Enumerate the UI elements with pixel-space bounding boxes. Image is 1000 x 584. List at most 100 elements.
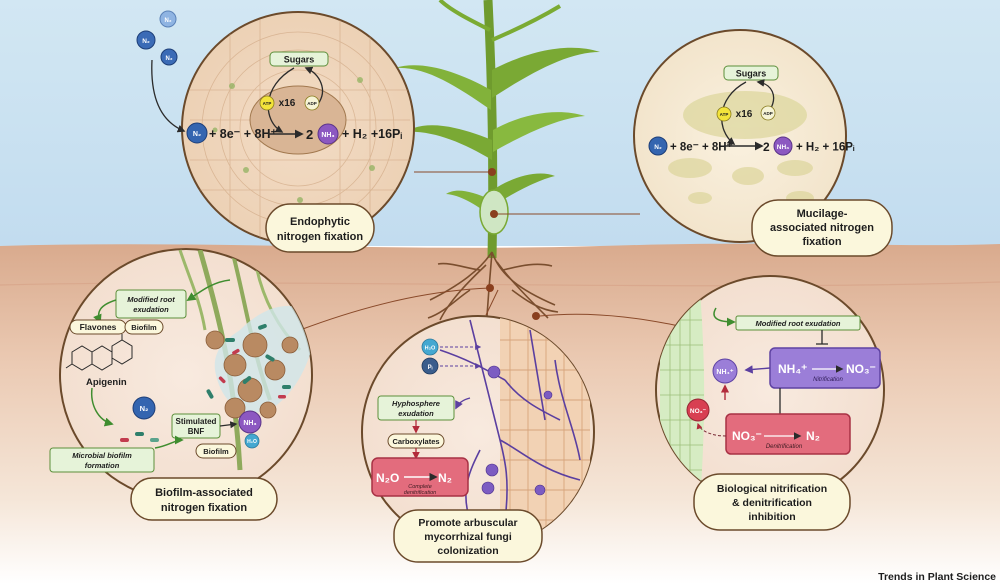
nh3-molecule-mucilage (773, 136, 793, 156)
microbial-biofilm-line1: Microbial biofilm (72, 451, 132, 460)
nitrification-label: Nitrification (813, 377, 843, 383)
modified-root-label-nitrification: Modified root exudation (756, 319, 841, 328)
modified-root-label-line1: Modified root (127, 295, 175, 304)
n2-molecule-floating-1 (159, 10, 177, 28)
biofilm-label-bottom: Biofilm (203, 447, 229, 456)
svg-text:Pᵢ: Pᵢ (428, 365, 433, 371)
svg-text:N₂: N₂ (654, 144, 662, 151)
svg-text:ADP: ADP (307, 101, 317, 106)
complete-line2: denitrification (404, 490, 436, 496)
no3-molecule (686, 398, 710, 422)
denitrification-label: Denitrification (766, 444, 803, 450)
title-endophytic-line1: Endophytic (290, 216, 350, 228)
title-pill-biofilm (130, 477, 278, 521)
title-amf-line2: mycorrhizal fungi (424, 531, 512, 543)
journal-credit: Trends in Plant Science (878, 571, 996, 583)
svg-text:H₂O: H₂O (247, 439, 257, 445)
n2-label-amf: N₂ (438, 471, 452, 485)
atp-molecule-endophytic (259, 95, 275, 111)
microbial-biofilm-line2: formation (85, 461, 120, 470)
carboxylates-label: Carboxylates (392, 437, 439, 446)
n2o-label: N₂O (376, 471, 399, 485)
no3-label-denit: NO₃⁻ (732, 429, 762, 443)
atp-molecule-mucilage (716, 106, 732, 122)
svg-text:ADP: ADP (763, 111, 773, 116)
nh4-label-box: NH₄⁺ (778, 362, 807, 376)
title-mucilage-line1: Mucilage- (797, 208, 848, 220)
root-system (427, 251, 559, 331)
biofilm-label-top: Biofilm (131, 323, 157, 332)
h2o-molecule-amf (421, 338, 439, 356)
svg-text:NH₃: NH₃ (777, 144, 789, 151)
microbial-biofilm-box (49, 447, 155, 473)
stimulated-bnf-line2: BNF (188, 427, 205, 436)
sugars-box-mucilage (723, 65, 779, 81)
denitrification-box (725, 413, 851, 455)
svg-text:NH₃: NH₃ (243, 420, 256, 427)
svg-text:NH₄⁺: NH₄⁺ (716, 369, 733, 376)
nh3-molecule-endophytic (317, 123, 339, 145)
apigenin-structure-icon (65, 334, 133, 371)
biofilm-pill-top (124, 319, 164, 335)
title-biofilm-line2: nitrogen fixation (161, 502, 247, 514)
pi-molecule-amf (421, 357, 439, 375)
adp-molecule-mucilage (760, 105, 776, 121)
panel-nitrification (655, 275, 885, 505)
multiplier-endophytic: x16 (279, 98, 296, 109)
apigenin-label: Apigenin (86, 377, 127, 388)
n2-molecule-endophytic (186, 122, 208, 144)
modified-root-label-line2: exudation (133, 305, 169, 314)
title-amf-line3: colonization (437, 545, 498, 557)
hyphosphere-line2: exudation (398, 409, 434, 418)
no3-label-box: NO₃⁻ (846, 362, 876, 376)
n2-molecule-mucilage (648, 136, 668, 156)
title-amf-line1: Promote arbuscular (418, 517, 517, 529)
svg-text:N₂: N₂ (193, 131, 201, 138)
equation-mucilage-part2: + H₂ + 16Pᵢ (796, 142, 855, 154)
nh4-molecule (712, 358, 738, 384)
equation-mucilage-part1: + 8e⁻ + 8H⁺ (670, 142, 733, 154)
modified-root-box-biofilm (115, 289, 187, 319)
n2-molecule-biofilm (132, 396, 156, 420)
svg-text:N₂: N₂ (142, 38, 150, 45)
title-pill-amf (393, 509, 543, 563)
svg-text:NO₃⁻: NO₃⁻ (690, 408, 707, 415)
svg-text:ATP: ATP (720, 112, 729, 117)
multiplier-mucilage: x16 (736, 109, 753, 120)
title-biofilm-line1: Biofilm-associated (155, 487, 253, 499)
title-nitrification-line2: & denitrification (732, 497, 812, 509)
h2o-molecule-biofilm (244, 433, 260, 449)
svg-text:H₂O: H₂O (425, 346, 436, 352)
equation-endophytic-coef: 2 (306, 127, 313, 142)
n2-molecule-floating-3 (160, 48, 178, 66)
hyphosphere-line1: Hyphosphere (392, 399, 440, 408)
svg-text:N₂: N₂ (166, 56, 173, 62)
equation-endophytic-part1: + 8e⁻ + 8H⁺ (209, 127, 277, 141)
title-pill-endophytic (265, 203, 375, 253)
panel-mucilage (633, 29, 847, 243)
svg-text:N₂: N₂ (140, 404, 149, 413)
stimulated-bnf-line1: Stimulated (176, 417, 217, 426)
sugars-label-mucilage: Sugars (736, 69, 767, 79)
adp-molecule-endophytic (304, 95, 320, 111)
complete-line1: Complete (408, 484, 432, 490)
modified-root-box-nitrification (735, 315, 861, 331)
title-mucilage-line3: fixation (802, 236, 841, 248)
svg-text:N₂: N₂ (165, 18, 172, 24)
biofilm-pill-bottom (195, 443, 237, 459)
title-pill-mucilage (751, 199, 893, 257)
title-nitrification-line3: inhibition (748, 511, 795, 523)
n2-label-denit: N₂ (806, 429, 820, 443)
sugars-box-endophytic (269, 51, 329, 67)
svg-text:ATP: ATP (263, 101, 272, 106)
equation-endophytic-part2: + H₂ +16Pᵢ (342, 127, 402, 141)
n2-molecule-floating-2 (136, 30, 156, 50)
title-endophytic-line2: nitrogen fixation (277, 231, 363, 243)
svg-text:NH₃: NH₃ (321, 132, 334, 139)
title-mucilage-line2: associated nitrogen (770, 222, 874, 234)
nh3-molecule-biofilm (238, 410, 262, 434)
title-pill-nitrification (693, 473, 851, 531)
title-nitrification-line1: Biological nitrification (717, 483, 827, 495)
